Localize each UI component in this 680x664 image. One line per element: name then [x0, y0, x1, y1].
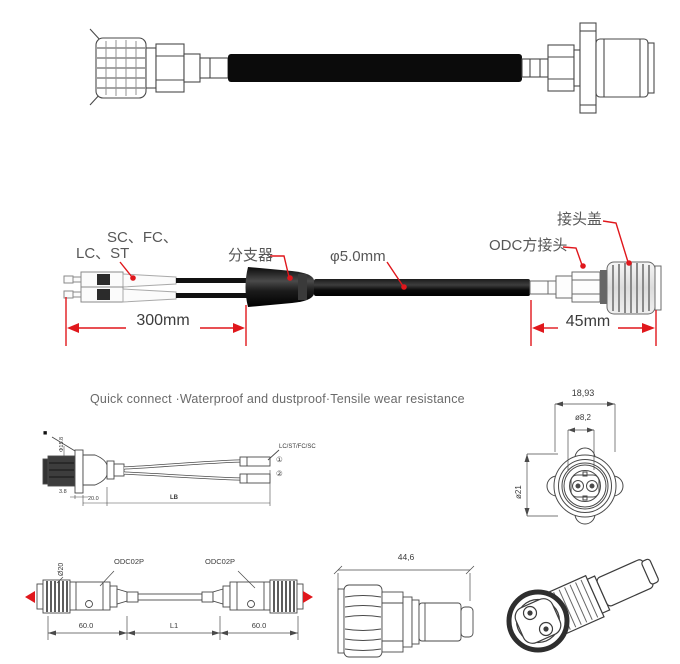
odc-plug-connector [529, 261, 662, 315]
face-dim-inner-diameter: ø8,2 [574, 413, 591, 422]
top-right-flange-connector [521, 22, 655, 114]
patch-cap-diameter: Ø20 [58, 562, 65, 576]
label-fiber-connector-types-line1: SC、FC、 [107, 229, 178, 246]
patch-dim-right: 60.0 [251, 621, 267, 630]
breakout-flange-diameter: Φ15.8 [59, 436, 65, 452]
face-dim-width: 18,93 [571, 388, 595, 398]
splitter-ring [298, 274, 307, 300]
face-view-dimensions [524, 401, 616, 517]
feature-tagline: Quick connect ·Waterproof and dustproof·… [90, 392, 465, 406]
patch-right-connector-label: ODC02P [205, 557, 236, 566]
top-assembly-drawing [89, 22, 655, 114]
side-view-dim-length: 44,6 [397, 552, 415, 562]
face-dim-outer-diameter: ø21 [514, 485, 523, 499]
round-cable [314, 279, 530, 296]
label-cable-diameter: φ5.0mm [330, 248, 386, 265]
label-fiber-connector-types-line2: LC、ST [76, 245, 130, 262]
label-splitter: 分支器 [228, 247, 274, 264]
patch-dim-left: 60.0 [78, 621, 94, 630]
breakout-front-label: ■ [43, 430, 48, 437]
patch-cord-drawing [25, 570, 313, 640]
flange-breakout-drawing [42, 436, 280, 506]
breakout-cable-photo [63, 220, 662, 346]
duplex-fiber-connectors [63, 271, 248, 303]
breakout-leg2-number: ② [276, 469, 283, 478]
side-view-drawing [333, 565, 475, 658]
breakout-leg1-number: ① [276, 455, 283, 464]
red-dimension-lines [65, 297, 657, 346]
breakout-dim-total-length: LB [170, 495, 178, 501]
breakout-dim-flange-thickness: 3.8 [59, 489, 67, 495]
patch-dim-middle: L1 [169, 621, 179, 630]
isometric-connector-drawing [506, 558, 659, 653]
top-left-round-connector [89, 28, 229, 106]
breakout-connector-types: LC/ST/FC/SC [279, 444, 316, 450]
label-connector-cap: 接头盖 [557, 211, 603, 228]
top-cable [228, 54, 522, 82]
patch-cord-dimensions [47, 616, 299, 640]
flange-breakout-dimensions [70, 470, 271, 506]
face-view-drawing [524, 401, 624, 525]
side-view-dimension [333, 565, 475, 601]
dimension-45mm: 45mm [565, 313, 611, 330]
patch-left-connector-label: ODC02P [114, 557, 145, 566]
red-leader-lines [119, 220, 632, 290]
splitter-body [245, 267, 314, 307]
label-odc-square-connector: ODC方接头 [489, 237, 568, 254]
breakout-dim-front-length: 20.0 [88, 496, 99, 502]
dimension-300mm: 300mm [136, 312, 190, 329]
